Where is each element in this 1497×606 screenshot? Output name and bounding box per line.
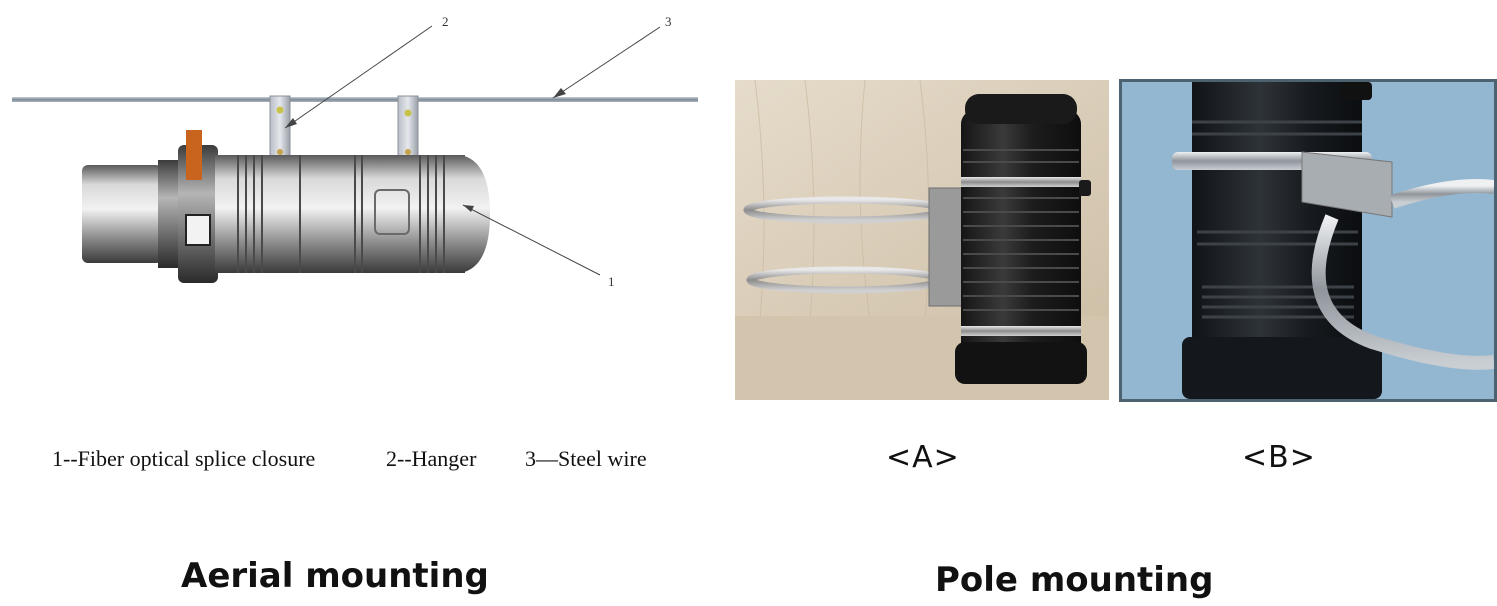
legend-item-steel-wire: 3—Steel wire — [525, 446, 647, 471]
pole-mount-photo-b — [1119, 79, 1497, 402]
photo-b-caption: <B> — [1242, 440, 1316, 475]
splice-closure — [82, 130, 490, 283]
pole-mounting-title: Pole mounting — [935, 560, 1214, 600]
callout-3: 3 — [665, 14, 672, 29]
callout-1: 1 — [608, 274, 615, 289]
photo-a-caption: <A> — [886, 440, 960, 475]
aerial-mounting-title: Aerial mounting — [181, 556, 489, 596]
aerial-mounting-diagram — [12, 25, 698, 283]
steel-wire — [12, 97, 698, 102]
legend-item-closure: 1--Fiber optical splice closure — [52, 446, 316, 471]
hanger-right — [397, 95, 419, 157]
legend-item-hanger: 2--Hanger — [386, 446, 477, 471]
pole-mount-photo-a — [735, 80, 1109, 400]
callout-2: 2 — [442, 14, 449, 29]
